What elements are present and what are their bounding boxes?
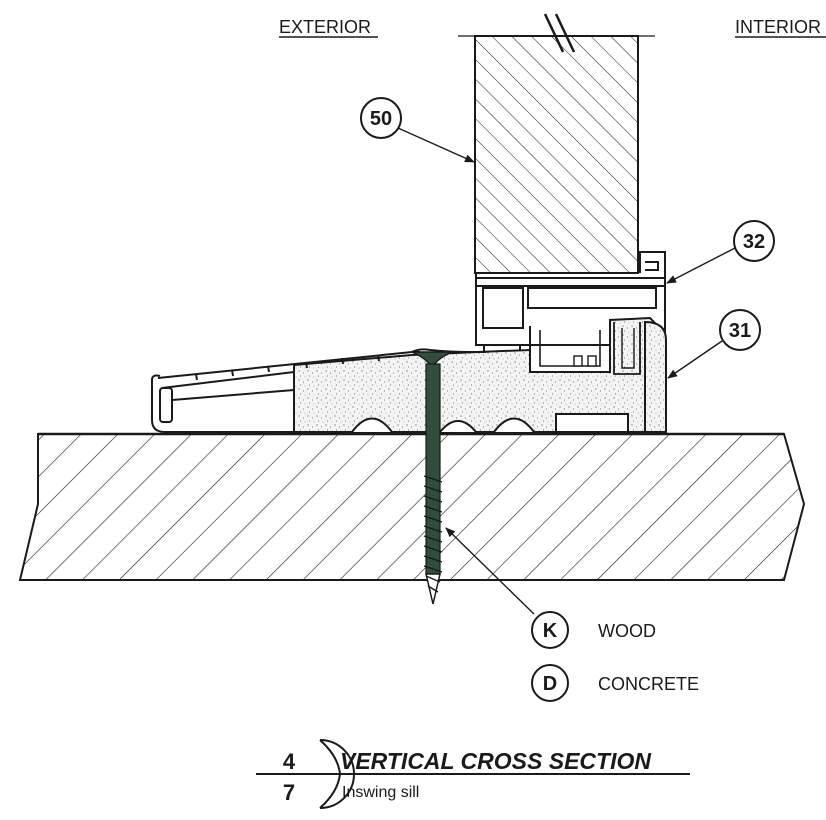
detail-sheet: 7 <box>283 780 295 805</box>
callout-50-leader <box>397 127 475 163</box>
fastener-screw <box>411 351 453 605</box>
fastener-leader <box>445 527 535 615</box>
substrate-concrete: D CONCRETE <box>531 664 699 702</box>
callout-32-leader <box>666 247 736 284</box>
substrate-wood-key: K <box>543 620 558 642</box>
substrate-concrete-key: D <box>543 673 557 695</box>
detail-title: VERTICAL CROSS SECTION <box>340 748 651 774</box>
callout-50-number: 50 <box>370 108 392 130</box>
exterior-label: EXTERIOR <box>279 17 371 37</box>
callout-31-leader <box>667 340 723 379</box>
interior-label: INTERIOR <box>735 17 821 37</box>
detail-number: 4 <box>283 749 296 774</box>
sill-frame <box>293 316 667 433</box>
floor-substrate <box>18 432 806 581</box>
substrate-wood: K WOOD <box>531 611 656 649</box>
detail-subtitle: Inswing sill <box>342 784 419 801</box>
callout-32-number: 32 <box>743 231 765 253</box>
callout-50: 50 <box>360 97 475 163</box>
sill-nose <box>151 348 486 433</box>
callout-31-number: 31 <box>729 320 751 342</box>
door-sweep-profile <box>475 251 666 353</box>
callout-31: 31 <box>667 309 761 379</box>
substrate-wood-label: WOOD <box>598 621 656 641</box>
substrate-concrete-label: CONCRETE <box>598 674 699 694</box>
door-slab <box>458 13 655 274</box>
callout-32: 32 <box>666 220 775 284</box>
detail-title-block: 4 7 VERTICAL CROSS SECTION Inswing sill <box>256 739 690 809</box>
